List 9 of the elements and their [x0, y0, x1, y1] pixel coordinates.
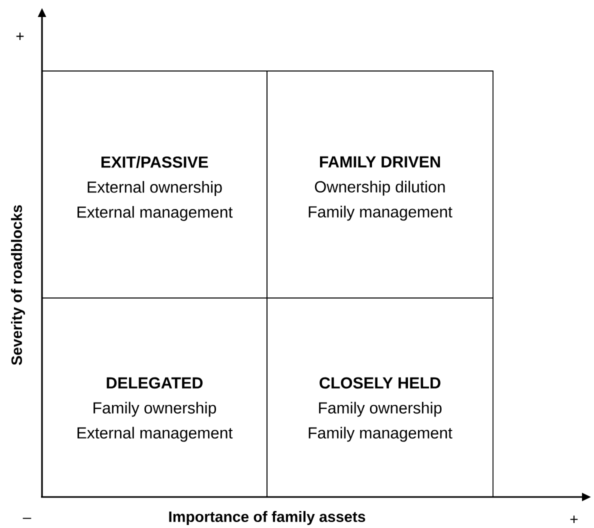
quadrant-box: DELEGATED Family ownership External management: [42, 298, 268, 498]
axis-end-sign: –: [22, 518, 32, 519]
quadrant-box: EXIT/PASSIVE External ownership External management: [42, 70, 268, 298]
quadrant-box: CLOSELY HELD Family ownership Family management: [266, 298, 494, 498]
axis-end-sign: +: [570, 516, 578, 524]
axis-end-sign: +: [16, 32, 24, 40]
axis-title: Severity of roadblocks: [11, 205, 25, 365]
axis-title: Importance of family assets: [169, 511, 366, 525]
quadrant-box: FAMILY DRIVEN Ownership dilution Family management: [266, 70, 494, 298]
